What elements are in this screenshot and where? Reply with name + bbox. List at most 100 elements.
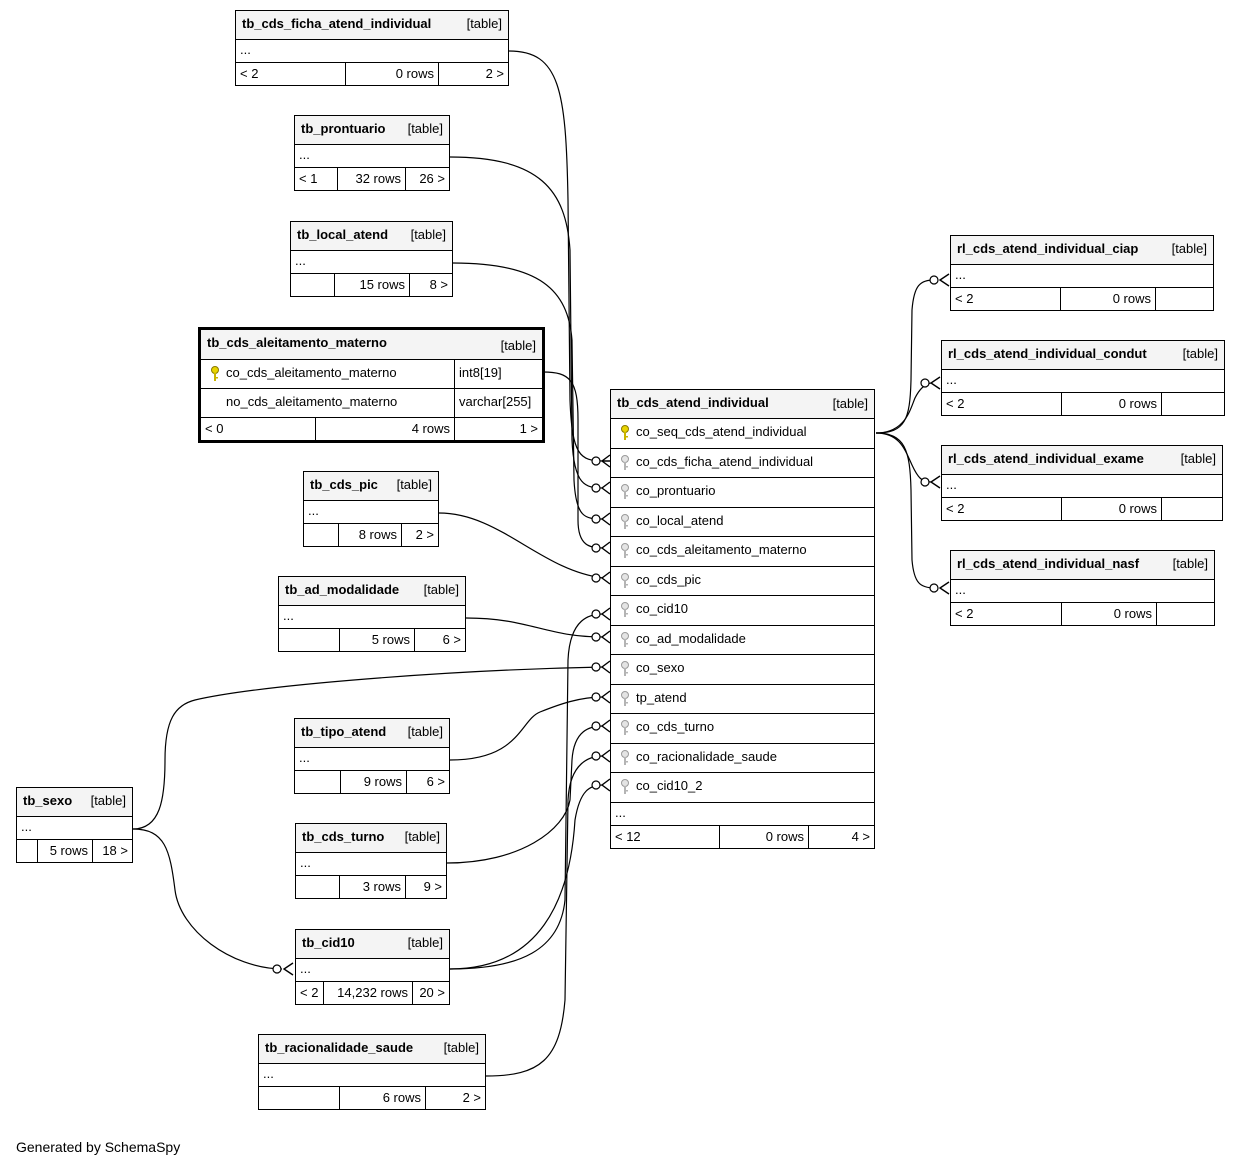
- children-count[interactable]: [1157, 603, 1214, 625]
- table-tb-cid10[interactable]: tb_cid10 [table] ... < 2 14,232 rows 20 …: [295, 929, 450, 1005]
- parents-count[interactable]: < 2: [942, 393, 1062, 415]
- parents-count[interactable]: < 2: [942, 498, 1062, 520]
- row-count: 9 rows: [341, 771, 407, 793]
- table-tb-ad-modalidade[interactable]: tb_ad_modalidade [table] ... 5 rows 6 >: [278, 576, 466, 652]
- column-row[interactable]: co_seq_cds_atend_individual: [611, 419, 874, 449]
- ellipsis-row: ...: [291, 251, 452, 274]
- column-row[interactable]: co_cds_aleitamento_materno int8[19]: [201, 360, 542, 389]
- table-tb-tipo-atend[interactable]: tb_tipo_atend [table] ... 9 rows 6 >: [294, 718, 450, 794]
- column-name: co_sexo: [636, 660, 685, 675]
- column-row[interactable]: co_cid10: [611, 596, 874, 626]
- table-tb-cds-turno[interactable]: tb_cds_turno [table] ... 3 rows 9 >: [295, 823, 447, 899]
- fk-marker: [272, 964, 282, 974]
- parents-count[interactable]: [17, 840, 38, 862]
- children-count[interactable]: 26 >: [419, 171, 445, 186]
- ellipsis: ...: [615, 804, 626, 820]
- table-name: tb_cds_ficha_atend_individual: [242, 16, 432, 31]
- column-row[interactable]: co_cds_pic: [611, 567, 874, 596]
- children-count[interactable]: 2 >: [462, 1090, 481, 1105]
- column-row[interactable]: co_prontuario: [611, 478, 874, 508]
- ellipsis: ...: [300, 961, 311, 976]
- parents-count[interactable]: < 2: [296, 982, 324, 1004]
- table-tb-prontuario[interactable]: tb_prontuario [table] ... < 1 32 rows 26…: [294, 115, 450, 191]
- row-count: 0 rows: [1062, 393, 1162, 415]
- parents-count[interactable]: < 2: [951, 288, 1061, 310]
- table-tb-cds-aleitamento-materno[interactable]: tb_cds_aleitamento_materno [table] co_cd…: [198, 327, 545, 443]
- ellipsis: ...: [295, 253, 306, 268]
- table-tb-cds-atend-individual[interactable]: tb_cds_atend_individual [table] co_seq_c…: [610, 389, 875, 849]
- table-rl-cds-atend-individual-condut[interactable]: rl_cds_atend_individual_condut [table] .…: [941, 340, 1225, 416]
- parents-count[interactable]: < 2: [236, 63, 346, 85]
- table-type: [table]: [396, 477, 432, 492]
- children-count[interactable]: 4 >: [851, 828, 870, 844]
- children-count[interactable]: 1 >: [519, 421, 538, 436]
- table-footer: 5 rows 18 >: [17, 840, 132, 862]
- column-row[interactable]: co_cds_turno: [611, 714, 874, 744]
- fk-marker: [929, 583, 939, 593]
- column-row[interactable]: co_sexo: [611, 655, 874, 685]
- table-type: [table]: [500, 338, 536, 353]
- column-row[interactable]: co_cid10_2: [611, 773, 874, 803]
- crowfoot-marker: [929, 475, 941, 489]
- table-tb-cds-ficha-atend-individual[interactable]: tb_cds_ficha_atend_individual [table] ..…: [235, 10, 509, 86]
- children-count[interactable]: 6 >: [426, 774, 445, 789]
- fk-marker: [591, 632, 601, 642]
- column-row[interactable]: tp_atend: [611, 685, 874, 714]
- table-tb-racionalidade-saude[interactable]: tb_racionalidade_saude [table] ... 6 row…: [258, 1034, 486, 1110]
- children-count[interactable]: 18 >: [102, 843, 128, 858]
- row-count: 0 rows: [1062, 603, 1157, 625]
- table-footer: < 2 0 rows: [951, 288, 1213, 310]
- parents-count[interactable]: < 2: [951, 603, 1062, 625]
- column-row[interactable]: co_cds_aleitamento_materno: [611, 537, 874, 567]
- crowfoot-marker: [600, 749, 611, 763]
- children-count[interactable]: 2 >: [415, 527, 434, 542]
- children-count[interactable]: 6 >: [442, 632, 461, 647]
- parents-count[interactable]: [295, 771, 341, 793]
- column-row[interactable]: co_local_atend: [611, 508, 874, 537]
- table-tb-local-atend[interactable]: tb_local_atend [table] ... 15 rows 8 >: [290, 221, 453, 297]
- fk-marker: [929, 275, 939, 285]
- column-name: co_seq_cds_atend_individual: [636, 424, 807, 439]
- children-count[interactable]: [1162, 393, 1224, 415]
- table-footer: < 2 0 rows: [951, 603, 1214, 625]
- ellipsis-row: ...: [259, 1064, 485, 1087]
- column-name: co_cds_aleitamento_materno: [226, 365, 397, 380]
- table-rl-cds-atend-individual-ciap[interactable]: rl_cds_atend_individual_ciap [table] ...…: [950, 235, 1214, 311]
- rel-admod: [465, 617, 604, 638]
- children-count[interactable]: 2 >: [485, 66, 504, 81]
- column-row[interactable]: co_ad_modalidade: [611, 626, 874, 655]
- table-tb-cds-pic[interactable]: tb_cds_pic [table] ... 8 rows 2 >: [303, 471, 439, 547]
- children-count[interactable]: [1162, 498, 1222, 520]
- table-name: tb_sexo: [23, 793, 73, 808]
- parents-count[interactable]: [296, 876, 340, 898]
- table-tb-sexo[interactable]: tb_sexo [table] ... 5 rows 18 >: [16, 787, 133, 863]
- children-count[interactable]: [1156, 288, 1213, 310]
- parents-count[interactable]: [259, 1087, 340, 1109]
- table-rl-cds-atend-individual-exame[interactable]: rl_cds_atend_individual_exame [table] ..…: [941, 445, 1223, 521]
- fk-marker: [591, 751, 601, 761]
- rel-exame: [875, 432, 932, 483]
- column-row[interactable]: co_racionalidade_saude: [611, 744, 874, 773]
- column-row[interactable]: co_cds_ficha_atend_individual: [611, 449, 874, 478]
- foreign-key-icon: [621, 543, 629, 558]
- table-header: rl_cds_atend_individual_condut [table]: [942, 341, 1224, 370]
- crowfoot-marker: [282, 962, 294, 976]
- column-row[interactable]: no_cds_aleitamento_materno varchar[255]: [201, 389, 542, 418]
- parents-count[interactable]: [291, 274, 335, 296]
- ellipsis: ...: [308, 503, 319, 518]
- parents-count[interactable]: [304, 524, 339, 546]
- children-count[interactable]: 20 >: [419, 985, 445, 1000]
- parents-count[interactable]: < 1: [295, 168, 338, 190]
- ellipsis-row: ...: [17, 817, 132, 840]
- children-count[interactable]: 9 >: [423, 879, 442, 894]
- rel-racio: [485, 755, 604, 1077]
- row-count: 0 rows: [1061, 288, 1156, 310]
- table-type: [table]: [466, 16, 502, 31]
- children-count[interactable]: 8 >: [429, 277, 448, 292]
- parents-count[interactable]: < 12: [611, 825, 720, 848]
- table-type: [table]: [410, 227, 446, 242]
- parents-count[interactable]: < 0: [201, 418, 316, 440]
- table-rl-cds-atend-individual-nasf[interactable]: rl_cds_atend_individual_nasf [table] ...…: [950, 550, 1215, 626]
- parents-count[interactable]: [279, 629, 340, 651]
